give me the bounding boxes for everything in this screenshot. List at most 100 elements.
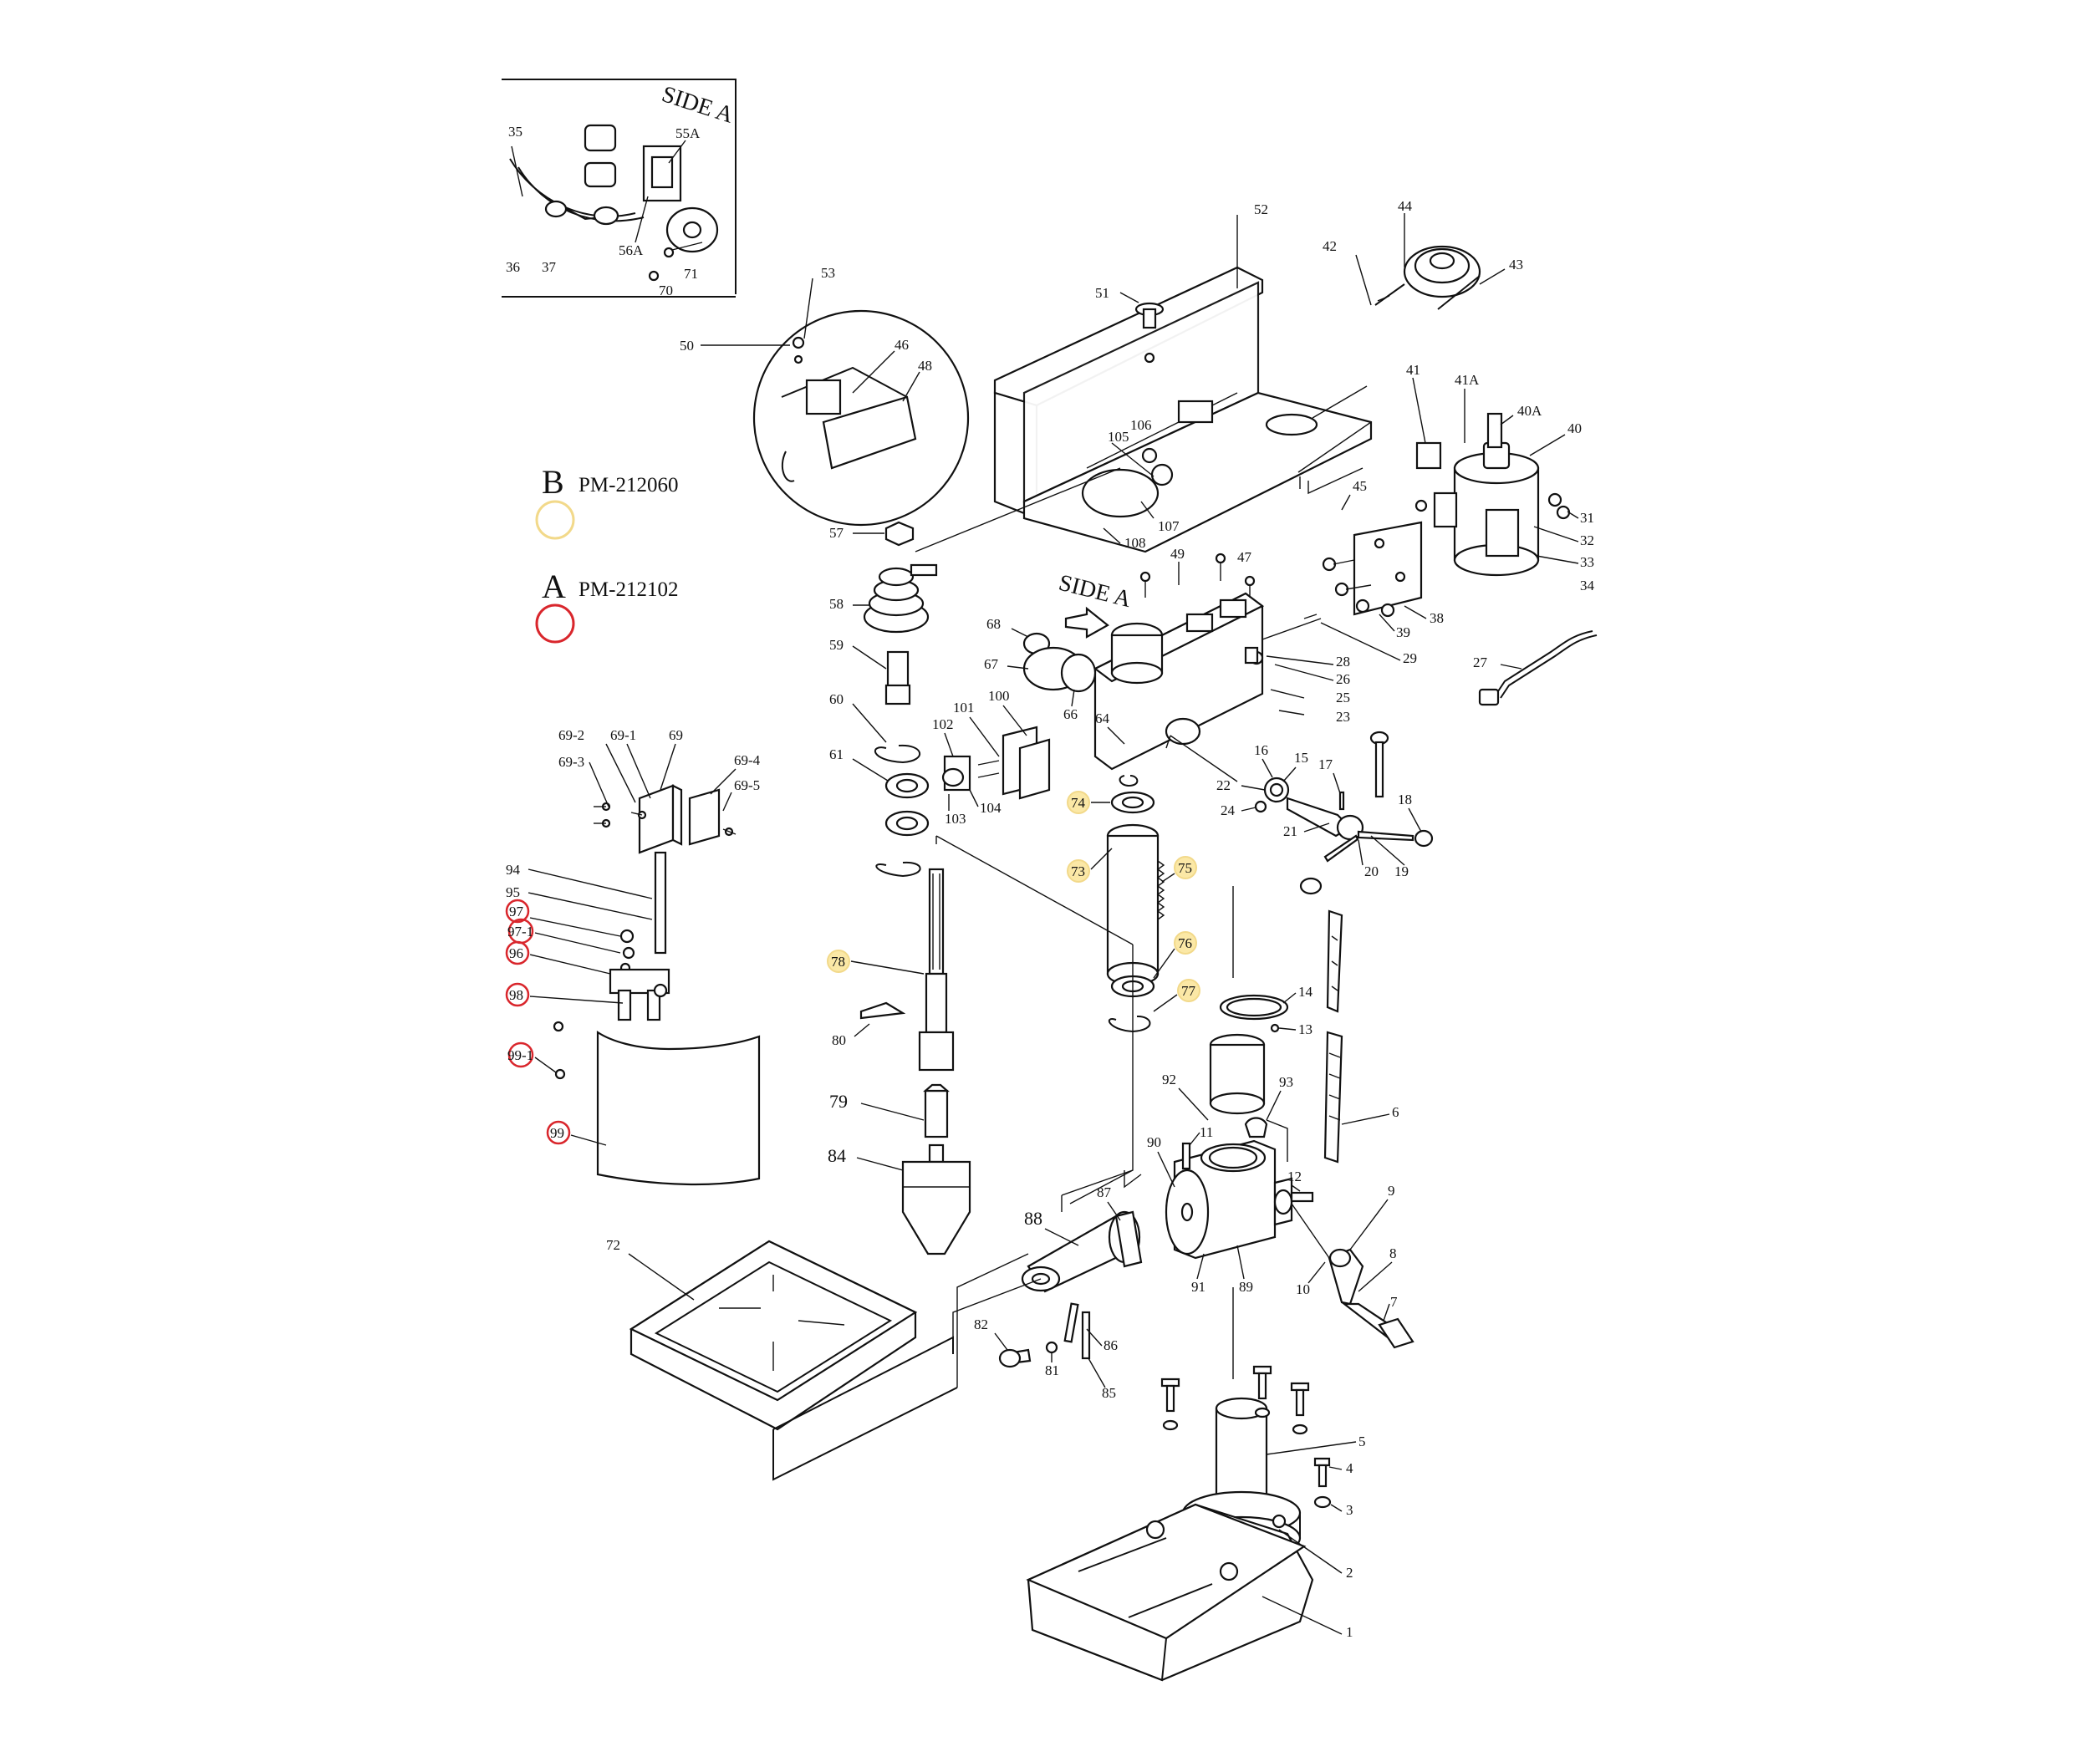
label-14: 14	[1298, 984, 1313, 1000]
label-97-1: 97-1	[507, 924, 533, 940]
label-69-2: 69-2	[558, 727, 584, 743]
label-45: 45	[1353, 478, 1367, 494]
label-76: 76	[1178, 935, 1192, 951]
label-96: 96	[509, 945, 523, 961]
label-69: 69	[669, 727, 683, 743]
label-93: 93	[1279, 1074, 1293, 1090]
label-80: 80	[832, 1032, 846, 1048]
label-59: 59	[829, 637, 844, 653]
legend-b-letter: B	[542, 463, 564, 501]
label-84: 84	[828, 1145, 846, 1166]
side-a-inset-title: SIDE A	[659, 81, 737, 129]
label-97: 97	[509, 904, 524, 919]
label-34: 34	[1580, 578, 1595, 593]
label-73: 73	[1071, 863, 1085, 879]
spindle-bearings: 61	[829, 746, 930, 878]
label-1: 1	[1346, 1624, 1353, 1640]
motor-pulley: 44 43 42	[1323, 198, 1523, 310]
crank-handle: 9 8 7 10	[1291, 1183, 1414, 1349]
highlight-99-1	[507, 1041, 534, 1068]
label-79: 79	[829, 1091, 848, 1112]
highlight-76	[1174, 931, 1197, 955]
label-50: 50	[680, 338, 694, 354]
head-assembly: SIDE A 64 49 47 68 67 66 28 26 25 23 29	[984, 546, 1417, 771]
label-23: 23	[1336, 709, 1350, 725]
label-94: 94	[506, 862, 521, 878]
label-102: 102	[932, 716, 954, 732]
legend-a-letter: A	[542, 568, 566, 605]
label-32: 32	[1580, 532, 1594, 548]
label-11: 11	[1200, 1124, 1213, 1140]
label-104: 104	[980, 800, 1002, 816]
legend-a-code: PM-212102	[579, 578, 678, 601]
label-57: 57	[829, 525, 844, 541]
label-4: 4	[1346, 1460, 1353, 1476]
label-66: 66	[1063, 706, 1078, 722]
legend-a-ring	[535, 603, 575, 644]
label-12: 12	[1287, 1169, 1302, 1184]
label-41: 41	[1406, 362, 1420, 378]
label-2: 2	[1346, 1565, 1353, 1581]
label-19: 19	[1394, 863, 1409, 879]
label-101: 101	[953, 700, 975, 716]
label-86: 86	[1104, 1337, 1118, 1353]
label-71: 71	[684, 266, 698, 282]
label-52: 52	[1254, 201, 1268, 217]
label-108: 108	[1124, 535, 1146, 551]
label-77: 77	[1181, 983, 1196, 999]
label-42: 42	[1323, 238, 1337, 254]
column-base: 5 4 3 2 1	[1026, 1365, 1366, 1682]
label-28: 28	[1336, 654, 1350, 670]
highlight-77	[1177, 979, 1200, 1002]
table-bracket: 14 13 92 93 11 90 12 91 89	[1124, 984, 1314, 1295]
label-22: 22	[1216, 777, 1231, 793]
label-89: 89	[1239, 1279, 1253, 1295]
label-87: 87	[1097, 1184, 1112, 1200]
label-51: 51	[1095, 285, 1109, 301]
legend-b-code: PM-212060	[579, 474, 678, 497]
label-68: 68	[986, 616, 1001, 632]
label-24: 24	[1221, 802, 1236, 818]
label-82: 82	[974, 1316, 988, 1332]
label-55a: 55A	[675, 125, 701, 141]
highlight-97	[505, 899, 530, 924]
side-a-inset: SIDE A 35 55A 36 37 56A 71 70	[502, 79, 737, 298]
label-5: 5	[1358, 1434, 1366, 1449]
label-33: 33	[1580, 554, 1594, 570]
label-103: 103	[945, 811, 966, 827]
label-16: 16	[1254, 742, 1268, 758]
highlight-75	[1174, 856, 1197, 879]
spindle-and-chuck: 78 80 79 84	[827, 868, 971, 1255]
power-cord: 27	[1473, 630, 1598, 706]
label-46: 46	[895, 337, 909, 353]
chip-guard: 69-2 69-1 69 69-3 69-4 69-5 94 95 97 97-…	[505, 727, 761, 1186]
label-85: 85	[1102, 1385, 1116, 1401]
highlight-96	[505, 940, 530, 965]
highlight-99	[546, 1120, 571, 1145]
label-25: 25	[1336, 690, 1350, 705]
label-75: 75	[1178, 860, 1192, 876]
label-29: 29	[1403, 650, 1417, 666]
label-107: 107	[1158, 518, 1180, 534]
quill-assembly: 74 73 75 76 77	[1067, 775, 1200, 1033]
label-105: 105	[1108, 429, 1129, 445]
label-26: 26	[1336, 671, 1350, 687]
label-10: 10	[1296, 1281, 1310, 1297]
label-13: 13	[1298, 1021, 1312, 1037]
label-40: 40	[1567, 420, 1582, 436]
label-69-1: 69-1	[610, 727, 636, 743]
label-53: 53	[821, 265, 835, 281]
label-41a: 41A	[1455, 372, 1480, 388]
highlight-98	[505, 982, 530, 1007]
switch-bracket: 100 101 102 103 104	[932, 688, 1051, 827]
label-67: 67	[984, 656, 999, 672]
label-74: 74	[1071, 795, 1086, 811]
label-37: 37	[542, 259, 557, 275]
label-72: 72	[606, 1237, 620, 1253]
label-69-3: 69-3	[558, 754, 584, 770]
label-78: 78	[831, 954, 845, 970]
label-88: 88	[1024, 1208, 1042, 1229]
label-95: 95	[506, 884, 520, 900]
label-99: 99	[550, 1125, 564, 1141]
column-and-rack: 6	[1232, 886, 1399, 1379]
